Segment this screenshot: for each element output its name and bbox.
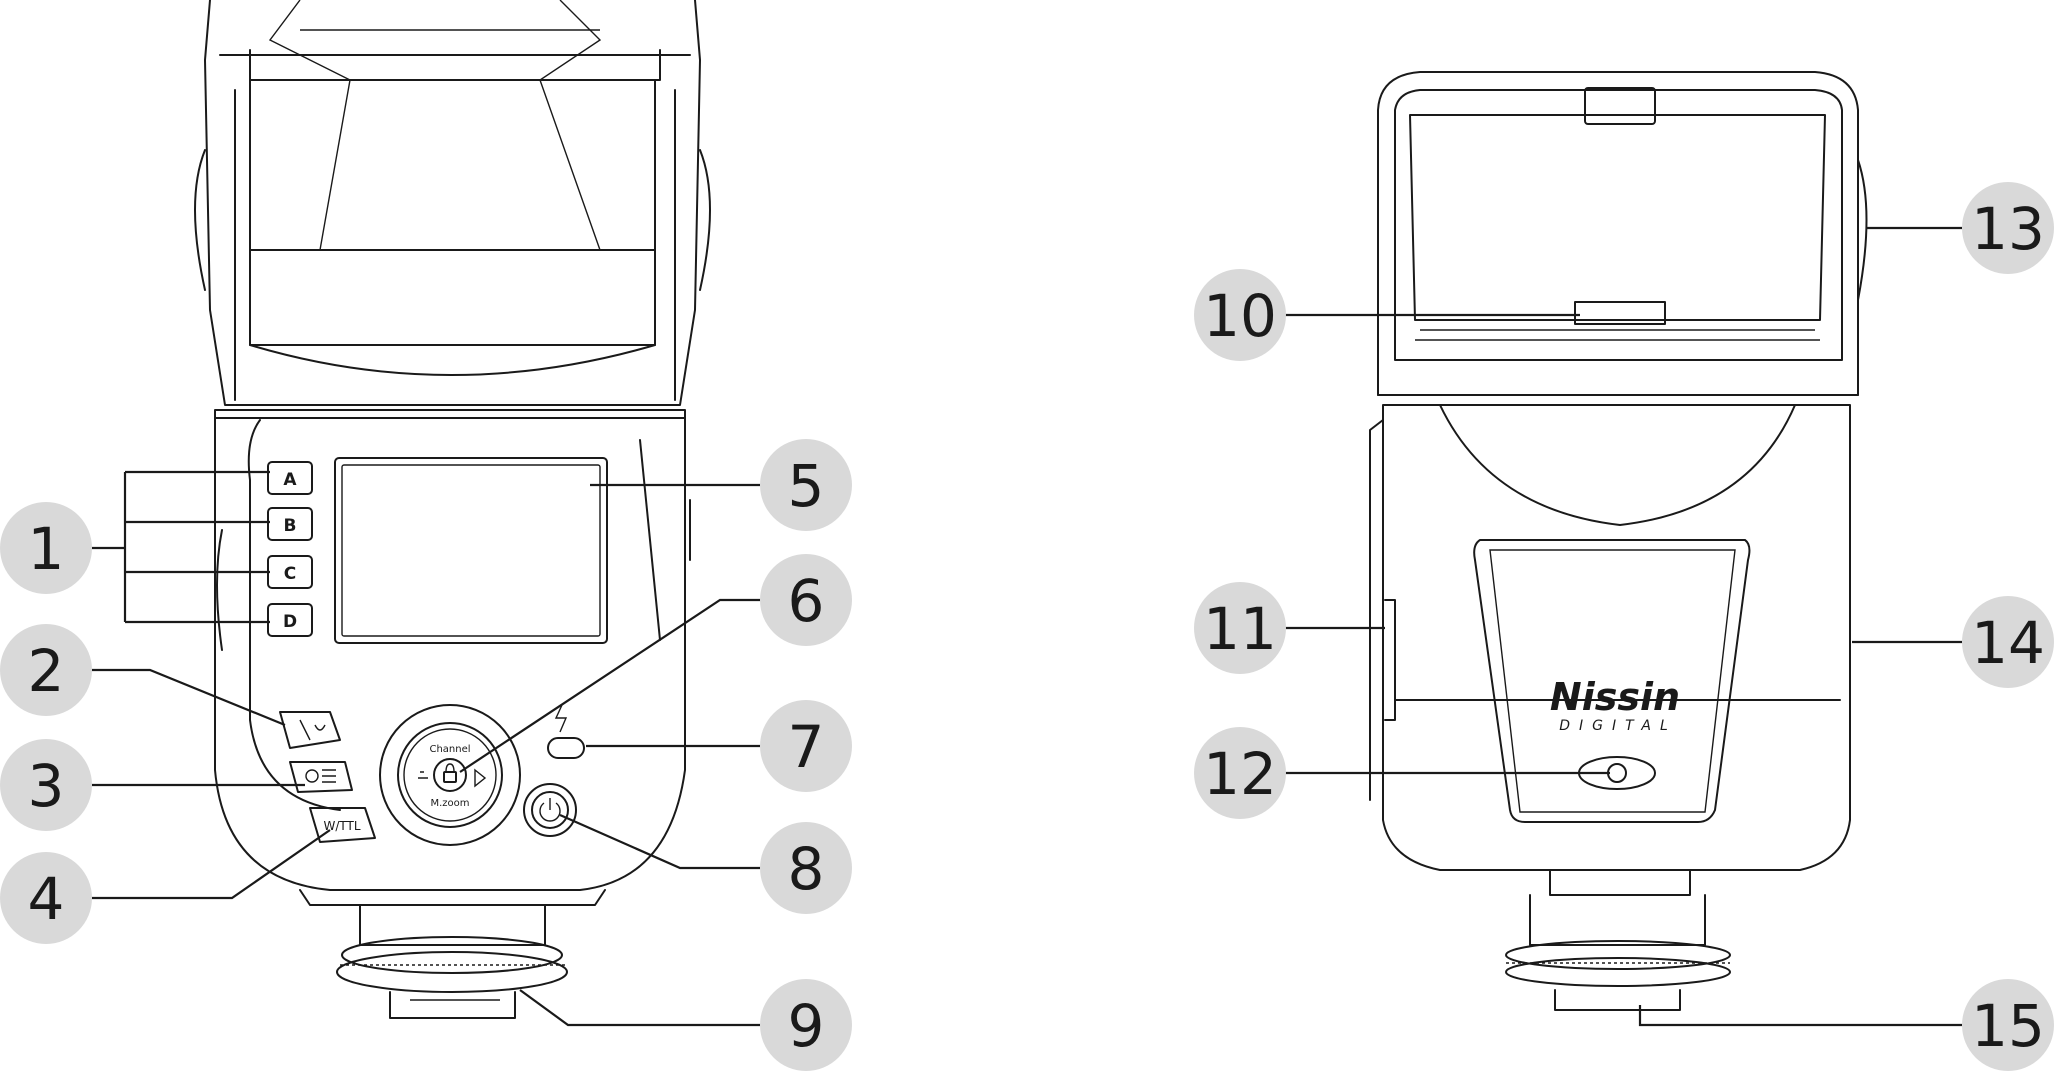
- wide-panel-tab[interactable]: [1574, 301, 1666, 325]
- svg-text:C: C: [284, 564, 296, 584]
- svg-text:2: 2: [28, 637, 65, 705]
- svg-text:A: A: [283, 470, 297, 490]
- flash-bolt-icon: [554, 704, 568, 733]
- brand-logo: Nissin: [1550, 675, 1680, 719]
- channel-zoom-dial[interactable]: Channel M.zoom: [379, 704, 521, 846]
- high-speed-sync-button[interactable]: [289, 761, 353, 793]
- svg-text:7: 7: [788, 713, 825, 781]
- svg-text:12: 12: [1203, 740, 1277, 808]
- power-button[interactable]: [523, 783, 577, 837]
- power-icon: [539, 802, 561, 822]
- brand-sub-logo: DIGITAL: [1559, 718, 1677, 734]
- function-key-b[interactable]: B: [267, 507, 313, 541]
- function-key-a[interactable]: A: [267, 461, 313, 495]
- svg-text:M.zoom: M.zoom: [430, 798, 469, 809]
- callout-14: 14: [1962, 596, 2054, 688]
- callout-5: 5: [760, 439, 852, 531]
- svg-text:5: 5: [788, 452, 825, 520]
- battery-door[interactable]: [1384, 599, 1396, 721]
- ready-lamp: [547, 704, 585, 759]
- svg-text:8: 8: [788, 835, 825, 903]
- lock-ring-front[interactable]: [1505, 940, 1731, 970]
- svg-text:B: B: [284, 516, 297, 536]
- callout-13: 13: [1962, 182, 2054, 274]
- svg-text:4: 4: [28, 865, 65, 933]
- svg-text:15: 15: [1971, 992, 2045, 1060]
- af-assist-window: [1473, 539, 1751, 823]
- svg-text:14: 14: [1971, 609, 2045, 677]
- lock-ring[interactable]: [341, 936, 563, 974]
- callout-3: 3: [0, 739, 92, 831]
- lock-icon: [443, 771, 457, 783]
- callout-7: 7: [760, 700, 852, 792]
- flash-mode-button[interactable]: [279, 711, 341, 749]
- flash-front-view: Nissin DIGITAL: [1369, 71, 1868, 1011]
- svg-text:9: 9: [788, 992, 825, 1060]
- high-speed-icon: [418, 771, 428, 779]
- callout-lines: [92, 226, 1962, 1027]
- svg-text:1: 1: [28, 515, 65, 583]
- callout-9: 9: [760, 979, 852, 1071]
- callout-6: 6: [760, 554, 852, 646]
- zoom-icon: [474, 768, 487, 788]
- svg-text:W/TTL: W/TTL: [323, 819, 360, 833]
- flash-back-view: A B C D W/TTL: [194, 0, 711, 1019]
- function-key-c[interactable]: C: [267, 555, 313, 589]
- svg-text:3: 3: [28, 752, 65, 820]
- svg-text:D: D: [283, 612, 297, 632]
- svg-text:13: 13: [1971, 195, 2045, 263]
- catchlight-tab[interactable]: [1584, 87, 1656, 125]
- function-key-d[interactable]: D: [267, 603, 313, 637]
- callout-11: 11: [1194, 582, 1286, 674]
- wireless-ttl-button[interactable]: W/TTL: [309, 807, 376, 843]
- svg-text:6: 6: [788, 567, 825, 635]
- callout-15: 15: [1962, 979, 2054, 1071]
- callout-10: 10: [1194, 269, 1286, 361]
- svg-text:10: 10: [1203, 282, 1277, 350]
- callout-1: 1: [0, 502, 92, 594]
- lcd-screen: [334, 457, 608, 644]
- svg-text:Channel: Channel: [429, 744, 470, 755]
- callout-8: 8: [760, 822, 852, 914]
- svg-text:11: 11: [1203, 595, 1277, 663]
- callout-2: 2: [0, 624, 92, 716]
- callout-4: 4: [0, 852, 92, 944]
- callout-12: 12: [1194, 727, 1286, 819]
